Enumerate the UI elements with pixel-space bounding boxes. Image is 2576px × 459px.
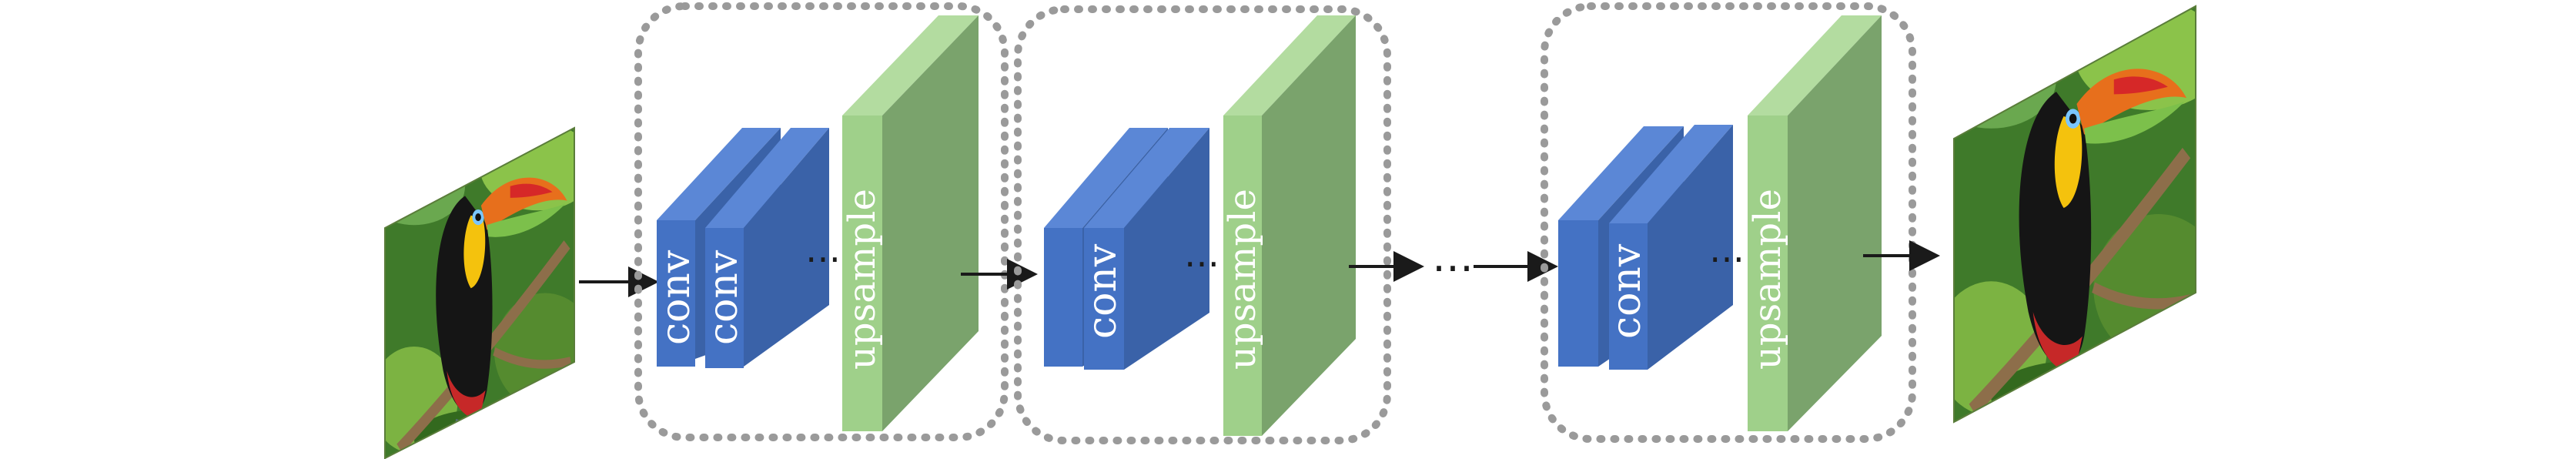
stage-3-block: conv … upsample [1541, 2, 1916, 443]
stage-3-conv-layer-2 [1609, 125, 1733, 370]
output-image [1953, 5, 2196, 424]
stage-3-dashed-border [1541, 2, 1916, 443]
stage-3-upsample-label: upsample [1746, 189, 1789, 370]
input-image [384, 126, 575, 459]
stage-2-block: conv … upsample [1014, 5, 1391, 444]
stage-1-conv-layer-2 [705, 128, 829, 368]
stage-2-upsample-layer [1223, 15, 1356, 436]
stage-1-conv-1-label: conv [653, 250, 699, 345]
stage-1-upsample-label: upsample [841, 189, 884, 370]
stage-2-dashed-border [1014, 5, 1391, 444]
stage-2-conv-label: conv [1079, 243, 1126, 339]
stage-2-ellipsis: … [1184, 233, 1219, 275]
stage-1-ellipsis: … [805, 229, 841, 270]
stage-3-ellipsis: … [1709, 229, 1745, 270]
stage-1-dashed-border [634, 2, 1009, 441]
stage-1-upsample-layer [842, 15, 979, 431]
stage-3-conv-label: conv [1604, 243, 1650, 339]
between-stages-ellipsis: … [1432, 233, 1474, 281]
stage-3-upsample-layer [1748, 15, 1882, 431]
stage-2-conv-layer-2 [1084, 128, 1209, 370]
stage-1-conv-2-label: conv [701, 250, 747, 345]
stage-1-block: conv conv … upsample [634, 2, 1009, 441]
stage-2-upsample-label: upsample [1221, 189, 1264, 370]
